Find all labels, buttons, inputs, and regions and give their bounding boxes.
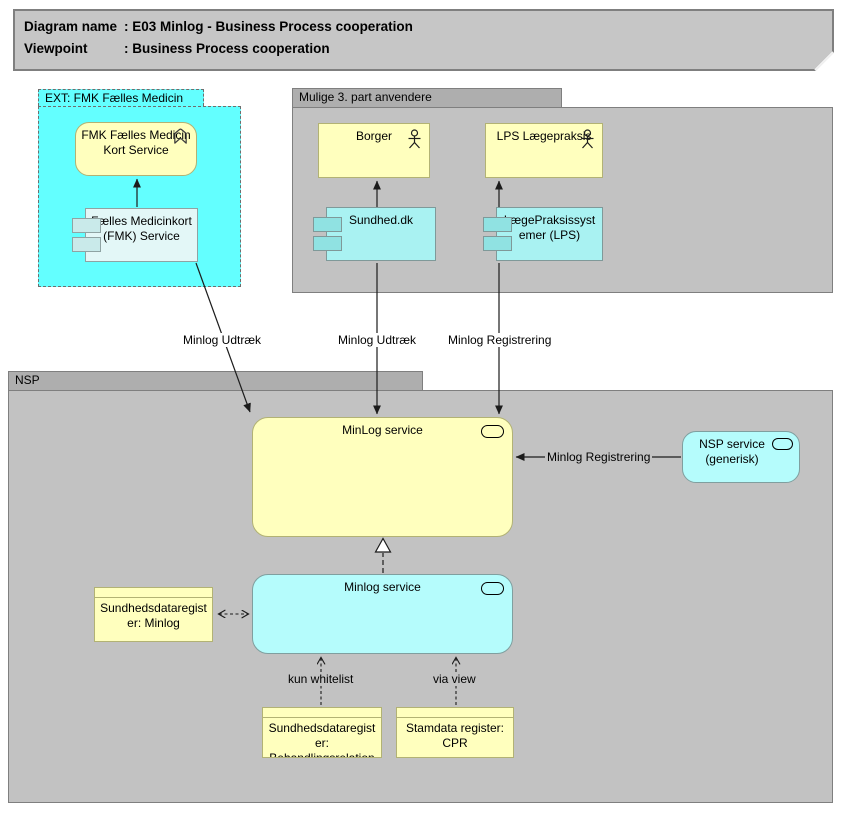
element-sundhedsdataregister-minlog[interactable]: Sundhedsdataregister: Minlog [94,587,213,642]
chevron-badge-icon [174,128,187,144]
element-label: Fælles Medicinkort (FMK) Service [91,214,192,243]
element-sundhedsdataregister-behandlingsrelation[interactable]: Sundhedsdataregister: Behandlingsrelatio… [262,707,382,758]
element-laegepraksissystemer-component[interactable]: LægePraksissystemer (LPS) [483,207,603,261]
relation-label-minlog-udtraek-fmk[interactable]: Minlog Udtræk [181,333,264,347]
element-label: Minlog service [344,580,421,594]
component-icon [72,218,101,233]
title-note-shape[interactable] [13,9,834,71]
component-icon [313,236,342,251]
relation-label-minlog-registrering-lps[interactable]: Minlog Registrering [446,333,554,347]
element-fmk-service[interactable]: FMK Fælles Medicin Kort Service [75,122,197,176]
element-faelles-medicinkort-component[interactable]: Fælles Medicinkort (FMK) Service [72,208,198,262]
diagram-title-note: Diagram name : E03 Minlog - Business Proc… [24,16,413,60]
element-label: Borger [355,129,393,143]
element-label: LPS Lægepraksis [496,129,592,143]
actor-icon [408,129,421,149]
data-object-header [263,708,381,718]
service-oval-icon [481,582,504,595]
group-nsp-tab[interactable]: NSP [8,371,423,390]
title-row-label: Viewpoint [24,41,88,56]
element-label: Sundhedsdataregister: Minlog [100,601,207,630]
data-object-header [397,708,513,718]
element-label: MinLog service [342,423,423,437]
component-icon [72,237,101,252]
element-label: Sundhed.dk [348,213,414,227]
element-label: Stamdata register: CPR [405,721,505,750]
relation-label-minlog-udtraek-sundhed[interactable]: Minlog Udtræk [336,333,419,347]
title-row-value: : E03 Minlog - Business Process cooperat… [124,19,413,34]
group-mulige-tab[interactable]: Mulige 3. part anvendere [292,88,562,107]
hollow-triangle-arrowhead [374,537,392,553]
service-oval-icon [481,425,504,438]
element-borger-actor[interactable]: Borger [318,123,430,178]
relation-label-via-view[interactable]: via view [431,672,478,686]
element-nsp-service-generisk[interactable]: NSP service (generisk) [682,431,800,483]
relation-label-kun-whitelist[interactable]: kun whitelist [286,672,356,686]
service-oval-icon [772,438,793,450]
relation-label-minlog-registrering-nsp[interactable]: Minlog Registrering [545,450,653,464]
title-row-label: Diagram name [24,19,118,34]
element-label: FMK Fælles Medicin Kort Service [81,128,191,157]
component-icon [313,217,342,232]
element-lps-laegepraksis-actor[interactable]: LPS Lægepraksis [485,123,603,178]
element-stamdata-register-cpr[interactable]: Stamdata register: CPR [396,707,514,758]
component-icon [483,236,512,251]
element-minlog-service-app[interactable]: MinLog service [252,417,513,537]
element-sundhed-dk-component[interactable]: Sundhed.dk [313,207,436,261]
element-minlog-service-tech[interactable]: Minlog service [252,574,513,654]
actor-icon [581,129,594,149]
element-label: Sundhedsdataregister: Behandlingsrelatio… [268,721,376,758]
title-row-value: : Business Process cooperation [124,41,330,56]
data-object-header [95,588,212,598]
element-label: LægePraksissystemer (LPS) [503,213,596,242]
component-icon [483,217,512,232]
element-label: NSP service (generisk) [699,437,765,466]
